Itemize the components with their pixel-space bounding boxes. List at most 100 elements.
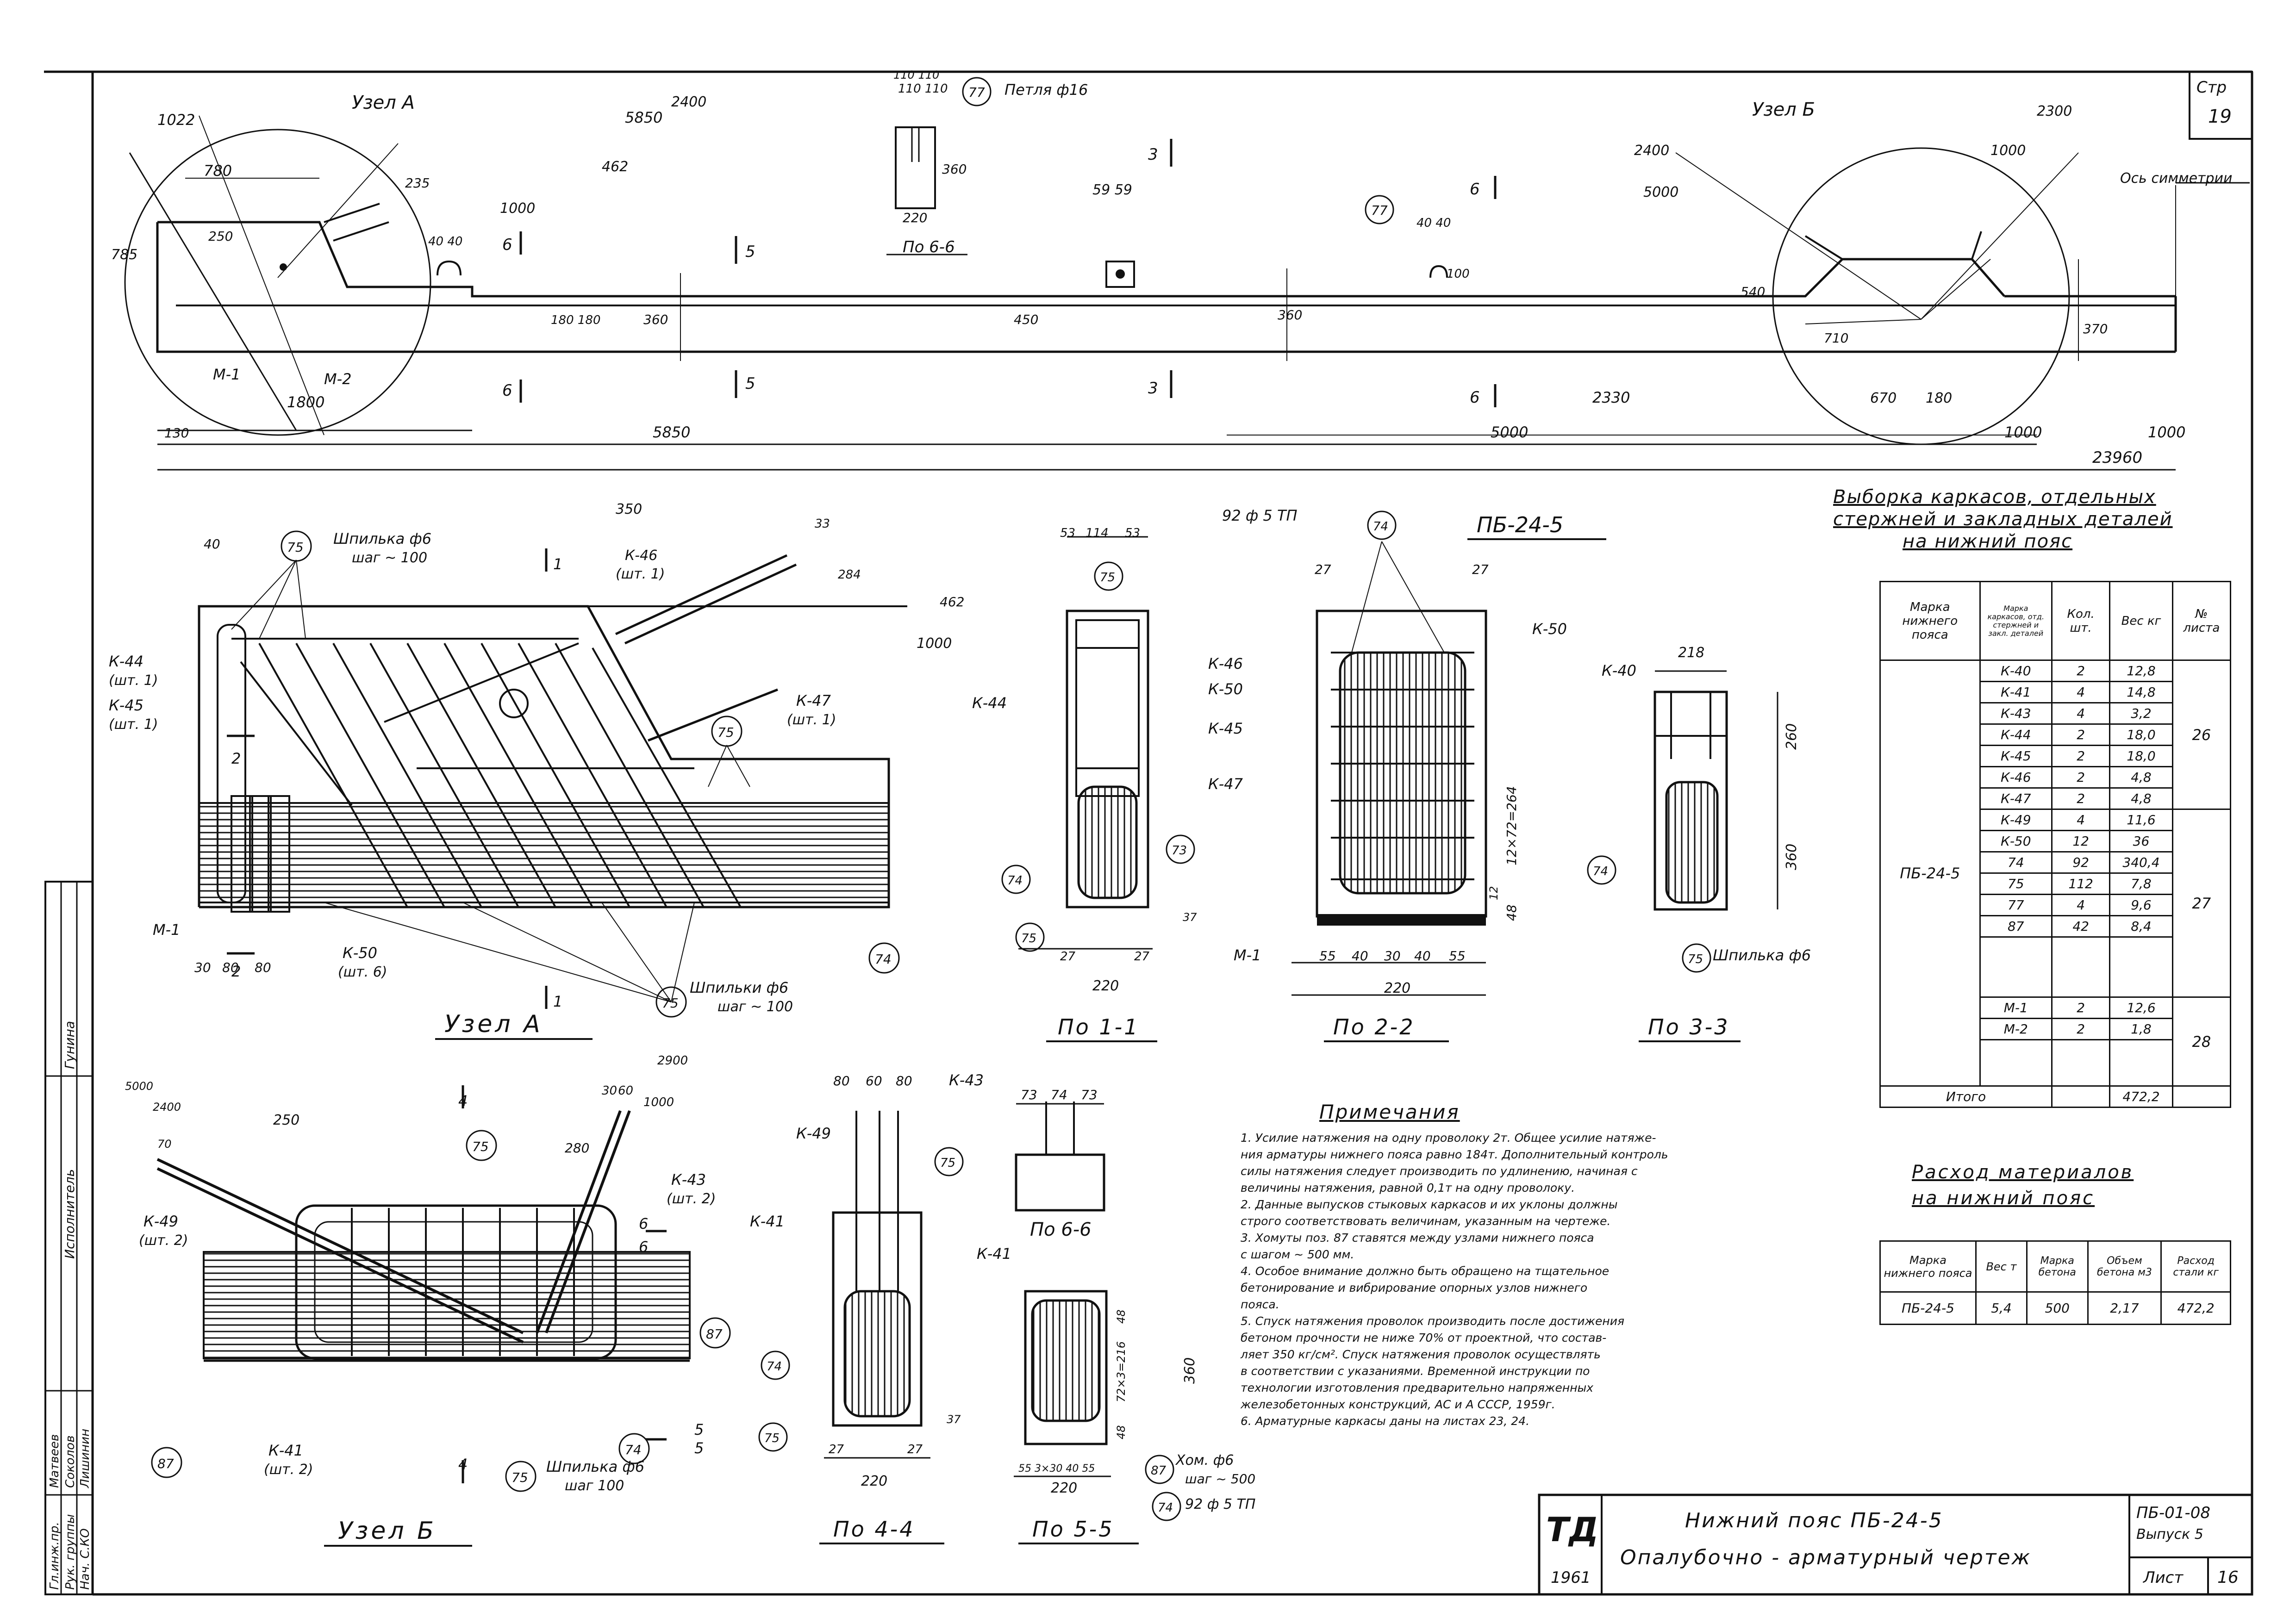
sel-cell: 2 [2051,1018,2111,1040]
sel-cell: 4,8 [2109,787,2173,810]
dim-body-1: 180 180 [551,313,601,327]
node-a-dim-7: 80 [222,960,239,975]
cut-mark-3: 3 [1148,379,1158,398]
dim-body-5: 540 [1741,284,1765,299]
dim-top-14: 110 110 [893,68,939,81]
mat-cell: 2,17 [2087,1291,2162,1325]
s22-name: ПБ-24-5 [1477,512,1563,537]
s55-dim-4: 220 [1051,1480,1077,1496]
sel-cell: 4 [2051,809,2111,831]
s44-dim-1: 60 [866,1073,882,1089]
stamp-name-0: Гунина [62,1021,77,1069]
node-a-label-6: К-45 [109,697,144,714]
s22-dim-8: 40 [1414,948,1431,964]
sel-cell: К-50 [1979,830,2053,852]
node-a-ref: Узел А [352,92,415,113]
sheet-number: 16 [2217,1568,2239,1587]
node-b-label-0: К-49 [144,1213,178,1230]
side-stamp: Исполнитель Гунина Нач. С.КО Лишинин Гл.… [44,881,94,1595]
sel-cell [2109,1039,2173,1087]
s22-pos-0: 74 [1373,520,1388,534]
s66b-dim-2: 73 [1081,1087,1098,1102]
page-number-box: Стр 19 [2189,71,2253,140]
dim-body-8: 370 [2083,321,2108,336]
sel-cell: К-45 [1979,745,2053,767]
s44-dim-2: 80 [896,1073,912,1089]
s44-dim-6: 37 [947,1413,961,1426]
sel-cell: 18,0 [2109,745,2173,767]
dim-top-8: 40 40 [428,235,462,249]
node-a-cut-1: 1 [553,993,562,1010]
selection-title-line: Выборка каркасов, отдельных [1833,486,2156,508]
node-a-label-12: М-1 [153,921,181,939]
sel-cell: 74 [1979,851,2053,874]
node-a-label-0: Шпилька ф6 [333,530,431,548]
note-line: 1. Усилие натяжения на одну проволоку 2т… [1241,1131,1656,1145]
s11-label-3: К-45 [1208,720,1243,737]
note-line: 6. Арматурные каркасы даны на листах 23,… [1241,1414,1530,1428]
selection-title-line: на нижний пояс [1903,531,2073,552]
node-a-cut-2: 2 [231,750,241,767]
node-a-title: Узел А [444,1010,543,1038]
mark-m2: М-2 [324,370,352,388]
node-a-label-11: (шт. 6) [338,964,387,980]
s11-label-2: К-50 [1208,680,1243,698]
s33-label-1: Шпилька ф6 [1713,946,1811,964]
cut-mark-1: 5 [745,374,755,393]
node-b-cut-5: 5 [694,1439,704,1457]
s44-pos-0: 75 [940,1156,955,1170]
loop-position-2: 77 [1371,203,1388,218]
s33-label-0: К-40 [1602,662,1636,679]
node-b-pos-4: 74 [625,1442,642,1457]
dim-body-0: 785 [111,247,137,263]
dim-body-2: 360 [643,312,668,327]
s22-label-1: М-1 [1234,946,1261,964]
sel-cell: 2 [2051,787,2111,810]
node-b-dim-5: 30 [602,1084,617,1098]
symmetry-axis-label: Ось симметрии [2120,170,2233,187]
sel-cell: 4 [2051,702,2111,725]
org-logo: ТД [1546,1510,1598,1549]
s33-dim-0: 218 [1678,645,1704,661]
node-b-label-2: К-43 [671,1171,706,1188]
s66b-dim-0: 73 [1021,1087,1037,1102]
drawing-title: Нижний пояс ПБ-24-5 [1685,1509,1943,1532]
mark-m1: М-1 [213,366,241,383]
s11-dim-5: 220 [1092,978,1119,994]
sel-cell: 14,8 [2109,681,2173,703]
node-b-label-7: шаг 100 [565,1478,624,1494]
sel-cell [1979,1039,2053,1087]
node-a-label-14: шаг ~ 100 [718,999,793,1015]
s33-pos-0: 74 [1593,865,1608,878]
dim-bottom-2: 5850 [653,423,690,441]
section-3-3: 218 260 360 К-40 Шпилька ф6 74 75 По 3-3 [1587,645,1811,1042]
stamp-role-3: Рук. группы [63,1514,77,1590]
sel-cell: 7,8 [2109,872,2173,895]
node-a-cut-3: 2 [231,963,241,980]
dim-body-10: 180 [1926,390,1952,406]
dim-bottom-6: 1000 [2148,423,2185,441]
s11-dim-6: 37 [1183,911,1197,924]
note-line: 5. Спуск натяжения проволок производить … [1241,1314,1625,1328]
node-a-dim-8: 80 [255,960,271,975]
formwork-elevation [124,115,2250,471]
dim-top-7: 250 [208,229,233,244]
sel-cell: 3,2 [2109,702,2173,725]
s22-label-0: К-50 [1532,620,1567,638]
selection-title-line: стержней и закладных деталей [1833,509,2173,530]
note-line: 4. Особое внимание должно быть обращено … [1241,1264,1610,1278]
sel-cell [2051,936,2111,998]
s44-label-0: К-49 [796,1125,831,1142]
sel-cell: 12,8 [2109,660,2173,682]
s66b-dim-1: 74 [1051,1087,1067,1102]
sel-sheet-0: 26 [2171,660,2232,810]
sel-cell: 2 [2051,723,2111,746]
s55-dim-0: 48 [1115,1309,1128,1324]
dim-top-9: 40 40 [1416,216,1451,230]
s44-dim-0: 80 [833,1073,850,1089]
node-a-label-1: шаг ~ 100 [352,550,427,566]
cut-mark-5: 6 [502,381,512,400]
sel-sheet-2: 28 [2171,996,2232,1087]
sel-cell [2109,936,2173,998]
dim-top-1: 780 [204,162,232,180]
